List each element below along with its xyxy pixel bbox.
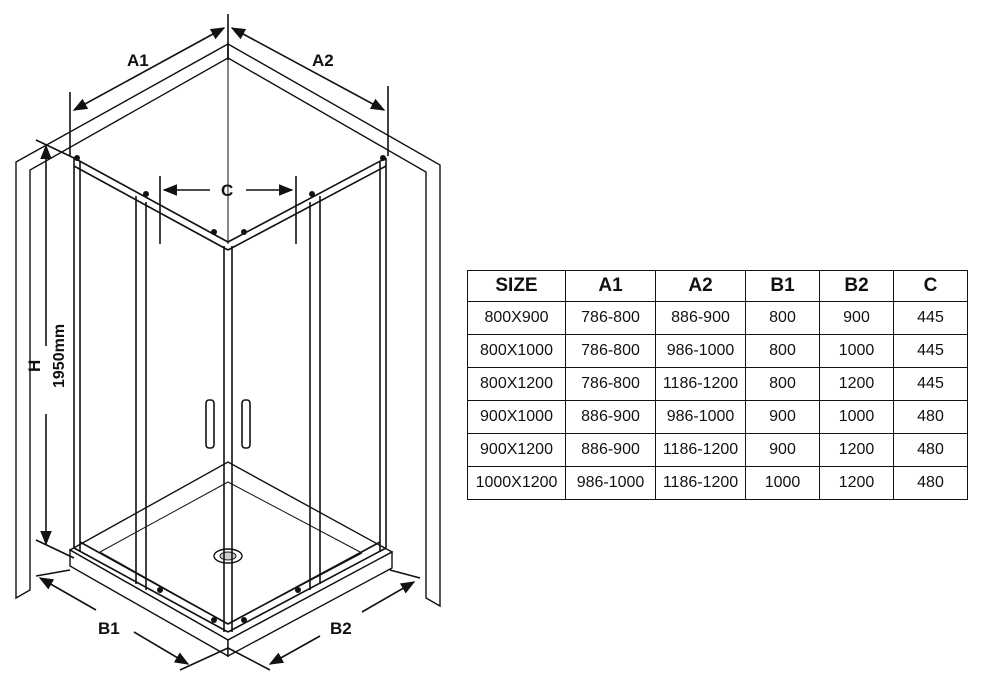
wall-corner-lines: [29, 58, 427, 598]
cell-b1: 800: [745, 367, 820, 401]
dimension-lines: [35, 14, 421, 671]
bottom-rails: [73, 541, 387, 633]
header-b2: B2: [819, 270, 894, 302]
cell-size: 800X1200: [467, 367, 566, 401]
cell-a1: 886-900: [565, 433, 656, 467]
header-a1: A1: [565, 270, 656, 302]
table-row: 800X1200 786-800 1186-1200 800 1200 445: [467, 367, 968, 401]
cell-a2: 1186-1200: [655, 466, 746, 500]
cell-size: 1000X1200: [467, 466, 566, 500]
header-size: SIZE: [467, 270, 566, 302]
cell-a1: 786-800: [565, 301, 656, 335]
cell-a2: 886-900: [655, 301, 746, 335]
cell-b1: 900: [745, 400, 820, 434]
cell-a2: 986-1000: [655, 334, 746, 368]
cell-size: 800X1000: [467, 334, 566, 368]
cell-b1: 900: [745, 433, 820, 467]
label-a1: A1: [127, 51, 149, 70]
cell-c: 445: [893, 334, 968, 368]
label-a2: A2: [312, 51, 334, 70]
door-handles: [205, 399, 251, 449]
cell-b2: 1000: [819, 334, 894, 368]
table-row: 1000X1200 986-1000 1186-1200 1000 1200 4…: [467, 466, 968, 500]
cell-size: 900X1200: [467, 433, 566, 467]
label-b2: B2: [330, 619, 352, 638]
top-rails: [73, 157, 387, 251]
cell-size: 800X900: [467, 301, 566, 335]
cell-b2: 1200: [819, 367, 894, 401]
cell-b1: 1000: [745, 466, 820, 500]
cell-b2: 1200: [819, 466, 894, 500]
label-b1: B1: [98, 619, 120, 638]
cell-a1: 886-900: [565, 400, 656, 434]
cell-c: 445: [893, 301, 968, 335]
label-h-value: 1950mm: [51, 324, 68, 388]
cell-a1: 786-800: [565, 334, 656, 368]
cell-a2: 986-1000: [655, 400, 746, 434]
cell-b2: 900: [819, 301, 894, 335]
header-b1: B1: [745, 270, 820, 302]
cell-c: 480: [893, 400, 968, 434]
label-c: C: [221, 181, 233, 200]
cell-b1: 800: [745, 334, 820, 368]
table-row: 800X1000 786-800 986-1000 800 1000 445: [467, 334, 968, 368]
cell-c: 480: [893, 433, 968, 467]
size-spec-table: SIZE A1 A2 B1 B2 C 800X900 786-800 886-9…: [467, 270, 968, 500]
cell-a2: 1186-1200: [655, 433, 746, 467]
cell-c: 445: [893, 367, 968, 401]
header-c: C: [893, 270, 968, 302]
cell-a2: 1186-1200: [655, 367, 746, 401]
cell-b1: 800: [745, 301, 820, 335]
door-rollers: [74, 155, 386, 623]
cell-b2: 1000: [819, 400, 894, 434]
cell-b2: 1200: [819, 433, 894, 467]
cell-size: 900X1000: [467, 400, 566, 434]
cell-a1: 986-1000: [565, 466, 656, 500]
table-header-row: SIZE A1 A2 B1 B2 C: [467, 270, 968, 302]
header-a2: A2: [655, 270, 746, 302]
table-row: 900X1200 886-900 1186-1200 900 1200 480: [467, 433, 968, 467]
table-row: 900X1000 886-900 986-1000 900 1000 480: [467, 400, 968, 434]
cell-c: 480: [893, 466, 968, 500]
drain: [213, 548, 243, 564]
frame-posts: [73, 158, 387, 632]
table-row: 800X900 786-800 886-900 800 900 445: [467, 301, 968, 335]
label-h: H: [25, 360, 44, 372]
cell-a1: 786-800: [565, 367, 656, 401]
